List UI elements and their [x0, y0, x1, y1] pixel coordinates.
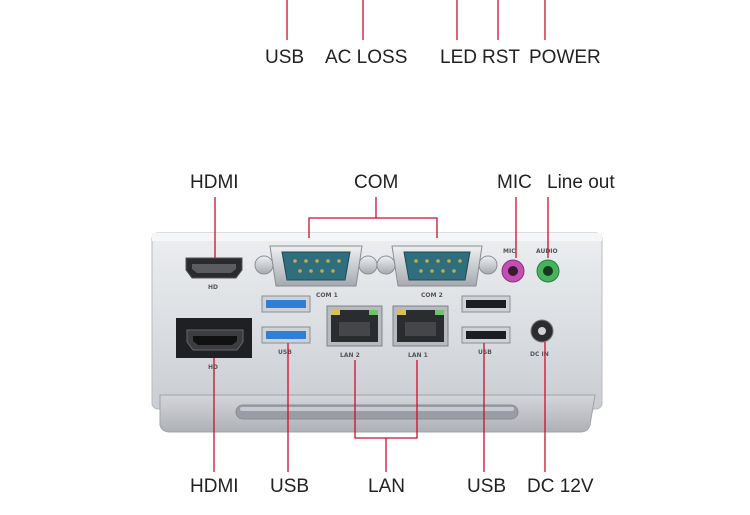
label-com: COM	[354, 172, 399, 193]
svg-text:LAN 2: LAN 2	[340, 352, 360, 359]
label-dc-12v: DC 12V	[527, 476, 594, 497]
com2-port: COM 2	[376, 245, 498, 299]
usb-ports-right: USB	[461, 295, 511, 356]
mic-jack: MIC	[501, 248, 525, 283]
svg-text:COM 2: COM 2	[421, 292, 443, 299]
label-mic: MIC	[497, 172, 532, 193]
bottom-leader-lines	[213, 342, 546, 472]
label-ac-loss: AC LOSS	[325, 47, 408, 68]
label-power: POWER	[529, 47, 601, 68]
svg-text:USB: USB	[278, 349, 292, 356]
svg-text:MIC: MIC	[503, 248, 516, 255]
label-hdmi-bottom: HDMI	[190, 476, 239, 497]
label-lan: LAN	[368, 476, 405, 497]
svg-text:HD: HD	[208, 284, 218, 291]
svg-text:LAN 1: LAN 1	[408, 352, 428, 359]
dc-in-jack: DC IN	[530, 319, 554, 358]
svg-text:COM 1: COM 1	[316, 292, 338, 299]
svg-text:USB: USB	[478, 349, 492, 356]
svg-text:AUDIO: AUDIO	[536, 248, 558, 255]
label-line-out: Line out	[547, 172, 615, 193]
svg-text:HD: HD	[208, 364, 218, 371]
label-usb-bottom-left: USB	[270, 476, 310, 497]
label-usb-top: USB	[265, 47, 305, 68]
audio-jack: AUDIO	[536, 248, 560, 283]
mid-leader-lines	[214, 197, 549, 258]
hdmi-port-bottom: HD	[176, 318, 252, 371]
top-leader-lines	[286, 0, 546, 40]
lan1-port: LAN 1	[392, 305, 449, 359]
svg-text:DC IN: DC IN	[530, 351, 549, 358]
label-usb-bottom-right: USB	[467, 476, 507, 497]
label-hdmi-top: HDMI	[190, 172, 239, 193]
lan2-port: LAN 2	[326, 305, 383, 359]
label-rst: RST	[482, 47, 520, 68]
com1-port: COM 1	[254, 245, 378, 299]
usb-ports-left: USB	[261, 295, 311, 356]
label-led: LED	[440, 47, 477, 68]
hdmi-port-top: HD	[185, 257, 243, 291]
